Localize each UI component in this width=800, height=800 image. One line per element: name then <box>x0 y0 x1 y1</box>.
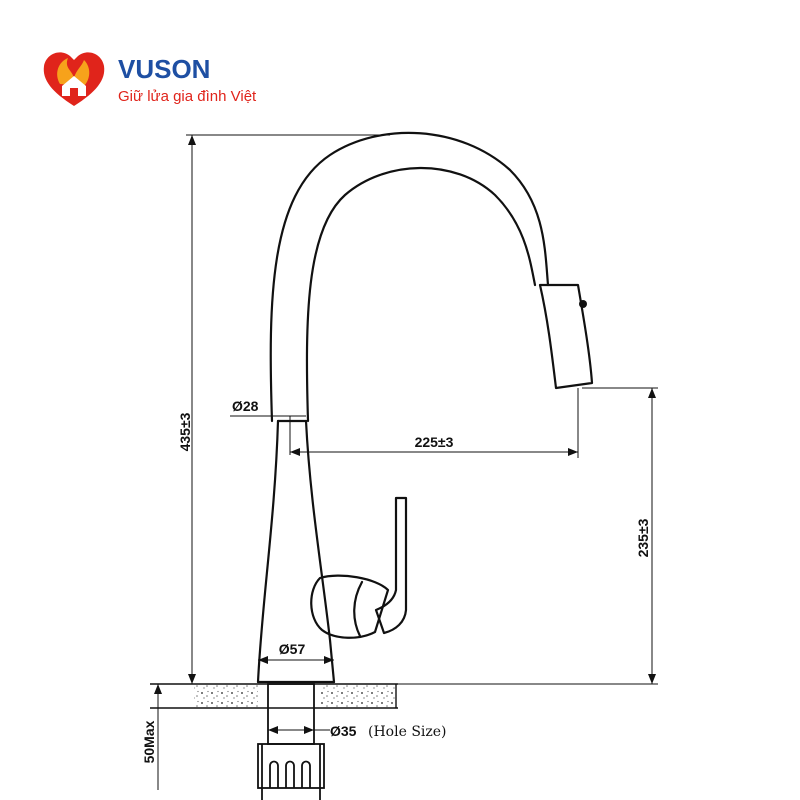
flame-heart-house-icon <box>43 52 105 106</box>
label-reach: 225±3 <box>415 434 454 450</box>
connector-body <box>257 743 325 789</box>
label-hole-note: (Hole Size) <box>368 724 447 740</box>
label-outlet-diameter: Ø28 <box>232 398 259 414</box>
brand-logo: VUSON Giữ lửa gia đình Việt <box>38 46 298 116</box>
handle-lever <box>374 496 408 635</box>
mount-shank <box>267 683 315 745</box>
brand-name: VUSON <box>118 54 211 84</box>
countertop <box>150 683 398 709</box>
label-hole-diameter: Ø35 <box>330 723 357 739</box>
handle-hub <box>310 574 390 639</box>
brand-tagline: Giữ lửa gia đình Việt <box>118 88 257 105</box>
label-base-diameter: Ø57 <box>279 641 306 657</box>
spray-head <box>538 283 594 390</box>
label-height-total: 435±3 <box>177 412 193 451</box>
faucet-body <box>256 419 280 684</box>
label-counter-max: 50Max <box>141 720 157 763</box>
spray-button <box>579 300 587 308</box>
spout-inner <box>305 166 537 423</box>
label-spout-height: 235±3 <box>635 518 651 557</box>
